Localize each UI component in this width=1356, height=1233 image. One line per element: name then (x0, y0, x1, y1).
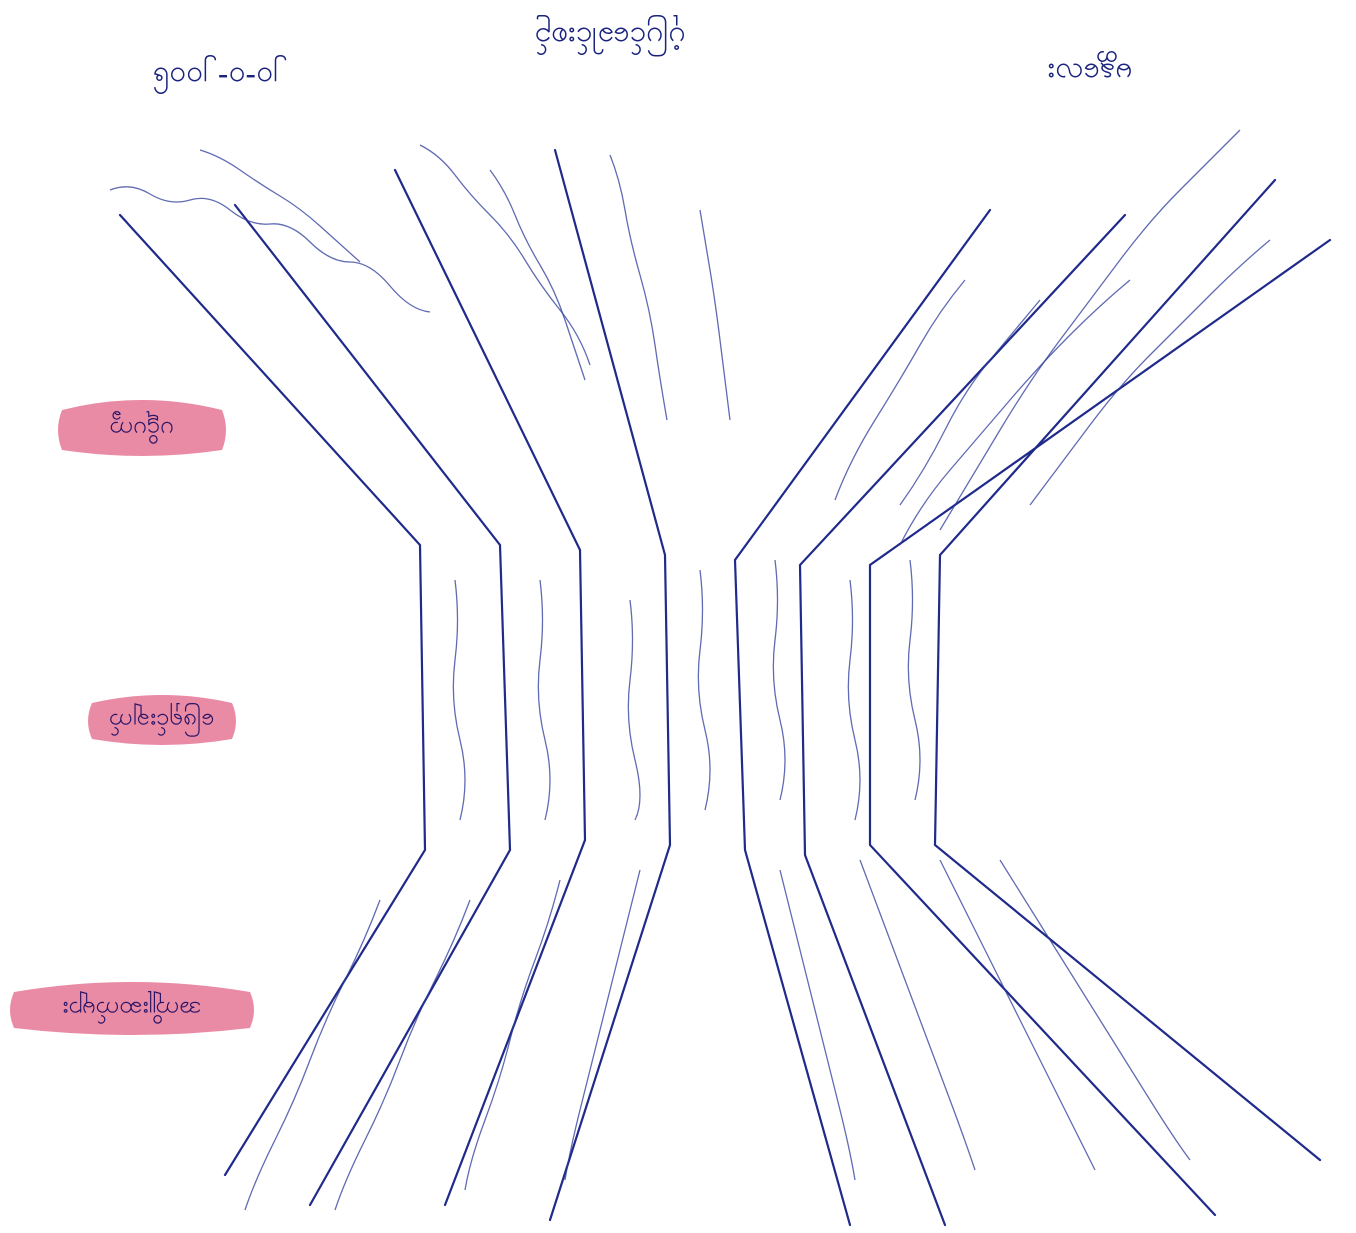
name-text: မန္တလေး (1048, 50, 1133, 91)
line-group-top-left (118, 148, 672, 1222)
line-group-top-right (733, 178, 1332, 1227)
label-top-text: ပဋိပက္ခ (110, 411, 174, 445)
date-text: ၂၀-၀-၂၀၀၆ (152, 54, 288, 96)
label-top: ပဋိပက္ခ (58, 400, 226, 456)
handwriting-strokes (109, 129, 1271, 1211)
page-title: ပုံပြင်ခေါင်းစဉ် (535, 14, 686, 57)
label-bottom: အကျိုးဆက်များ (10, 982, 254, 1035)
label-middle: ဖြေရှင်းချက် (88, 695, 236, 745)
